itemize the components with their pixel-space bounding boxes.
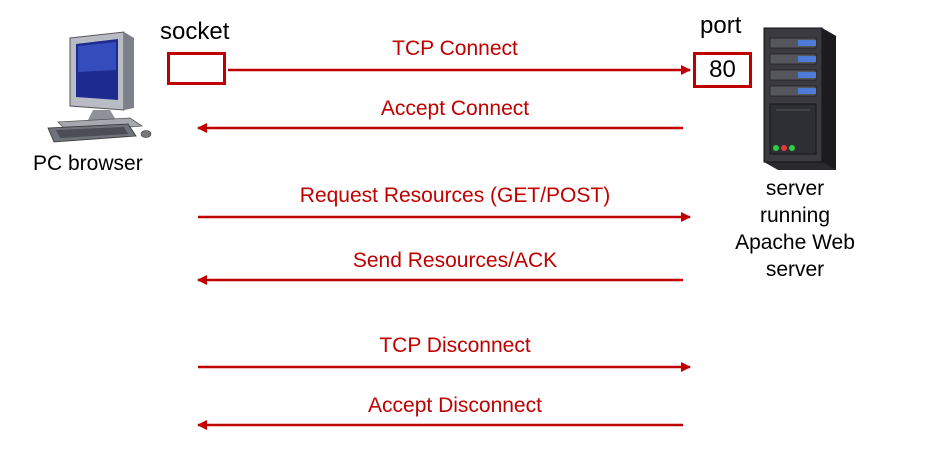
message-label: Request Resources (GET/POST) [299,184,611,207]
server-label-line: Apache Web [735,231,855,254]
server-label-line: server [765,258,825,281]
pc-computer-icon [47,31,152,143]
server-label: server running Apache Web server [720,175,870,283]
server-label-line: running [759,204,831,227]
message-label: Accept Disconnect [368,394,542,417]
message-label: Accept Connect [380,97,530,120]
port-label: port [700,12,742,39]
server-tower-icon [763,27,836,170]
message-label: TCP Connect [392,37,518,60]
socket-label: socket [160,18,230,45]
port-number: 80 [709,56,736,83]
message-label: TCP Disconnect [379,334,531,357]
message-label: Send Resources/ACK [352,249,558,272]
server-label-line: server [765,177,825,200]
port-box: 80 [693,52,752,88]
client-label: PC browser [33,152,143,175]
socket-box [167,52,226,85]
